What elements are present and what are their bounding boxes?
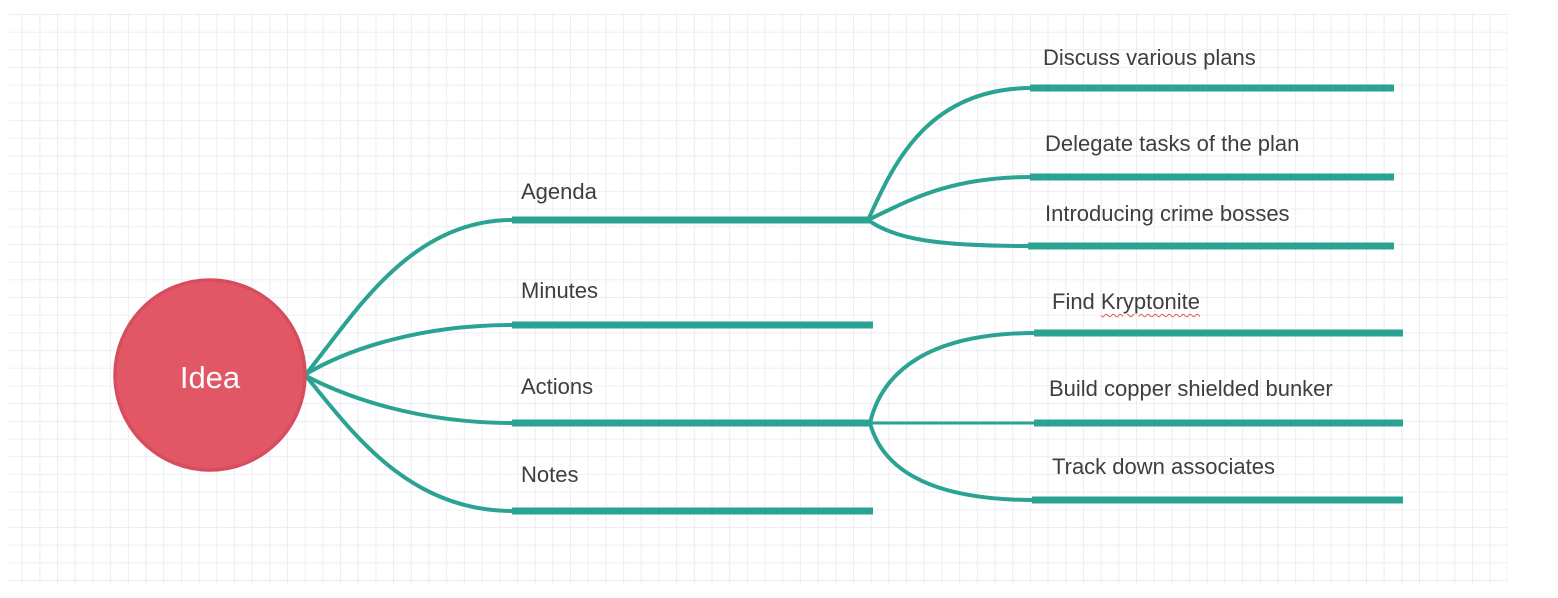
- actions-child-connectors: [868, 331, 1038, 502]
- root-node-label[interactable]: Idea: [179, 360, 241, 395]
- branch-label-agenda[interactable]: Agenda: [521, 179, 597, 204]
- branch-line-introducing-crime-bosses[interactable]: [1028, 242, 1394, 250]
- branch-line-agenda[interactable]: [512, 216, 870, 224]
- connector-introducing-crime-bosses[interactable]: [866, 218, 1032, 248]
- connector-agenda[interactable]: [304, 218, 514, 376]
- branch-line-notes[interactable]: [512, 507, 873, 515]
- child-label-find-kryptonite[interactable]: Find Kryptonite: [1052, 289, 1200, 315]
- branch-line-find-kryptonite[interactable]: [1034, 329, 1403, 337]
- connector-minutes[interactable]: [304, 323, 514, 376]
- connector-actions[interactable]: [304, 374, 514, 425]
- root-branch-connectors: [304, 218, 514, 513]
- find-kryptonite-prefix: Find: [1052, 289, 1101, 314]
- branch-label-minutes[interactable]: Minutes: [521, 278, 599, 303]
- branch-line-delegate-tasks[interactable]: [1030, 173, 1394, 181]
- branch-label-notes[interactable]: Notes: [521, 462, 579, 487]
- branch-line-minutes[interactable]: [512, 321, 873, 329]
- root-node-circle[interactable]: [113, 278, 307, 472]
- connector-track-associates[interactable]: [868, 421, 1036, 502]
- branch-line-track-associates[interactable]: [1032, 496, 1403, 504]
- child-label-delegate-tasks[interactable]: Delegate tasks of the plan: [1045, 131, 1300, 156]
- child-label-discuss-various-plans[interactable]: Discuss various plans: [1043, 45, 1256, 70]
- connector-discuss-various-plans[interactable]: [866, 86, 1034, 222]
- branch-line-discuss-various-plans[interactable]: [1030, 84, 1394, 92]
- connector-notes[interactable]: [304, 374, 514, 513]
- branch-line-actions[interactable]: [512, 419, 872, 427]
- child-label-track-associates[interactable]: Track down associates: [1052, 454, 1275, 479]
- agenda-child-connectors: [866, 86, 1034, 248]
- child-label-introducing-crime-bosses[interactable]: Introducing crime bosses: [1045, 201, 1290, 226]
- branch-line-build-bunker[interactable]: [1034, 419, 1403, 427]
- connector-delegate-tasks[interactable]: [866, 175, 1034, 222]
- branch-label-actions[interactable]: Actions: [521, 374, 594, 399]
- child-label-build-bunker[interactable]: Build copper shielded bunker: [1049, 376, 1333, 401]
- find-kryptonite-misspelled-word: Kryptonite: [1100, 289, 1200, 314]
- branch-lines: [512, 84, 1403, 515]
- connector-find-kryptonite[interactable]: [868, 331, 1038, 425]
